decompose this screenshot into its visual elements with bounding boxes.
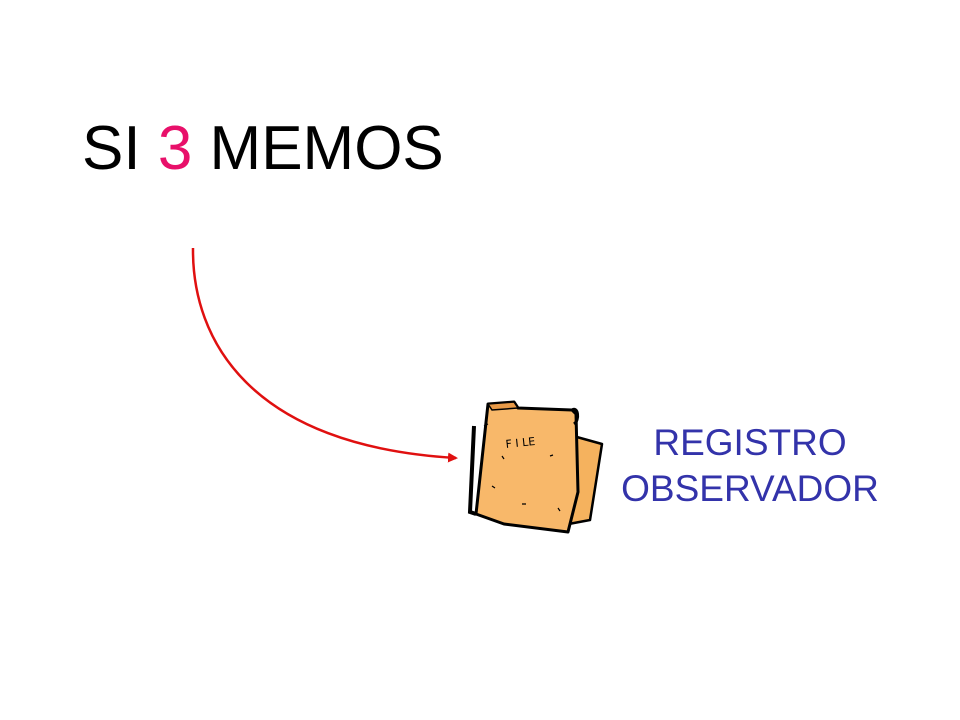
title-suffix: MEMOS <box>209 114 444 183</box>
folder-label: F I LE <box>505 435 536 451</box>
caption: REGISTRO OBSERVADOR <box>600 420 900 512</box>
title-number: 3 <box>157 114 193 183</box>
slide-title: SI 3 MEMOS <box>82 118 444 180</box>
title-prefix: SI <box>82 114 141 183</box>
caption-line-2: OBSERVADOR <box>621 468 879 509</box>
file-folder-icon: F I LE <box>467 400 604 534</box>
caption-line-1: REGISTRO <box>653 422 847 463</box>
